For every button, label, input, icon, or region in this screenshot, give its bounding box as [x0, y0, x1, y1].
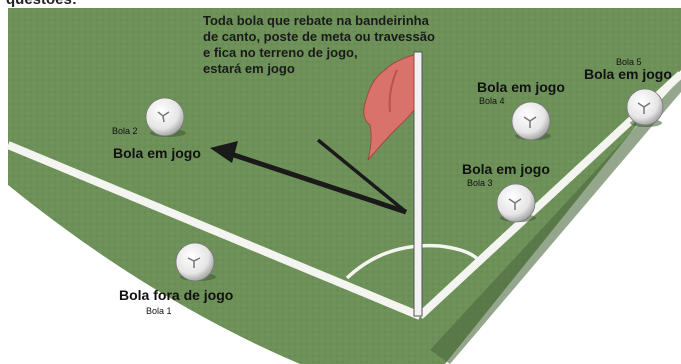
corner-flag-pole [413, 51, 423, 317]
arrow-line-2 [316, 138, 408, 214]
ball-2-name: Bola 2 [112, 126, 138, 136]
rule-note-line: Toda bola que rebate na bandeirinha [203, 13, 429, 28]
arrow-head [210, 141, 238, 163]
arrow-line-1 [227, 150, 407, 215]
touch-line [6, 141, 422, 320]
rule-note-line: de canto, poste de meta ou travessão [203, 29, 435, 44]
ball-2-icon [145, 97, 186, 137]
ball-5-icon [626, 88, 664, 127]
ball-1-name: Bola 1 [146, 306, 172, 316]
ball-1-icon [175, 242, 216, 282]
ball-4-name: Bola 4 [479, 96, 505, 106]
ball-3-name: Bola 3 [467, 178, 493, 188]
ball-5-status: Bola em jogo [584, 66, 672, 82]
corner-arc [345, 243, 482, 280]
rule-note-line: e fica no terreno de jogo, [203, 45, 358, 60]
ball-4-status: Bola em jogo [477, 79, 565, 95]
ball-4-icon [511, 101, 551, 141]
field-edge-shadow [430, 78, 681, 364]
ball-3-icon [496, 183, 536, 223]
ball-1-status: Bola fora de jogo [119, 287, 234, 303]
ball-2-status: Bola em jogo [113, 145, 201, 161]
header-fragment: questões: [6, 0, 77, 8]
flag-shade [388, 69, 398, 113]
rule-note-line: estará em jogo [203, 61, 295, 76]
rule-note: Toda bola que rebate na bandeirinha de c… [203, 13, 435, 77]
ball-3-status: Bola em jogo [462, 161, 550, 177]
ball-5-name: Bola 5 [616, 57, 642, 67]
